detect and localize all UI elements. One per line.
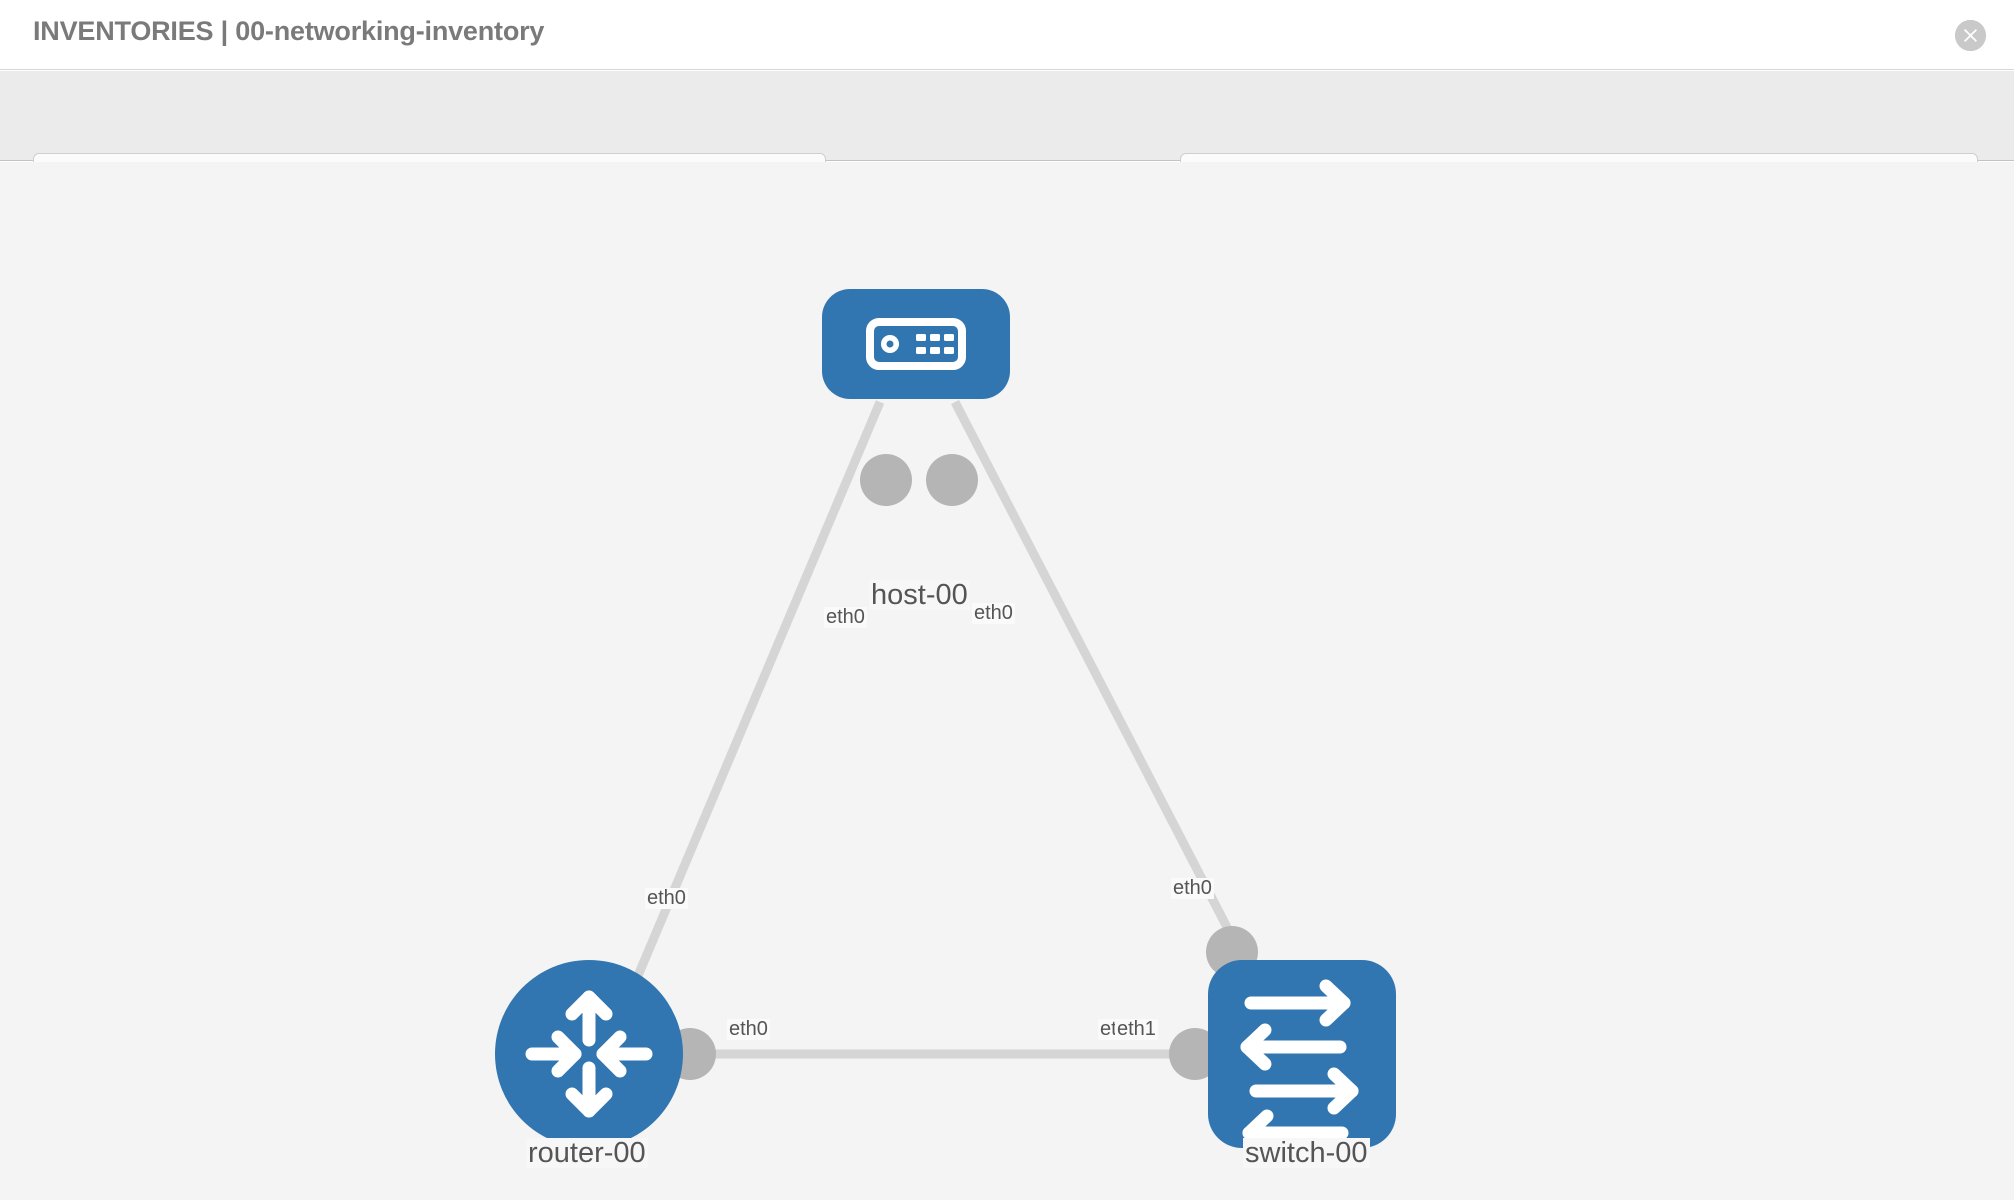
iface-label: eth0 (824, 606, 867, 628)
iface-label: eth0 (645, 887, 688, 909)
page-header: INVENTORIES | 00-networking-inventory (0, 0, 2014, 70)
topology-links (605, 399, 1249, 1059)
node-router-00 (495, 960, 683, 1148)
server-icon-details (881, 334, 954, 354)
node-label-switch: switch-00 (1243, 1137, 1370, 1169)
node-switch-00 (1208, 960, 1396, 1157)
server-icon (866, 318, 966, 370)
endpoint-host-eth0-right (926, 454, 978, 506)
endpoint-host-eth0-left (860, 454, 912, 506)
node-host-00 (822, 289, 1010, 399)
topology-endpoints (664, 454, 1258, 1080)
iface-label: eth0 (1171, 877, 1214, 899)
router-arrows-icon (525, 990, 653, 1118)
link-host-router (605, 400, 885, 1044)
page-title: INVENTORIES | 00-networking-inventory (33, 16, 545, 46)
iface-label: eth0 (972, 602, 1015, 624)
node-label-router: router-00 (526, 1137, 648, 1169)
node-label-host: host-00 (869, 579, 970, 611)
close-icon[interactable] (1955, 20, 1986, 51)
toolbar: ACTIONS SEARCH (0, 71, 2014, 208)
iface-label: eth0 (727, 1018, 770, 1040)
iface-label: eth1 (1115, 1018, 1158, 1040)
link-host-switch (951, 399, 1249, 965)
topology-canvas[interactable]: eth0 eth0 eth0 eth0 eth0 eth0 eth1 host-… (0, 162, 2014, 1200)
